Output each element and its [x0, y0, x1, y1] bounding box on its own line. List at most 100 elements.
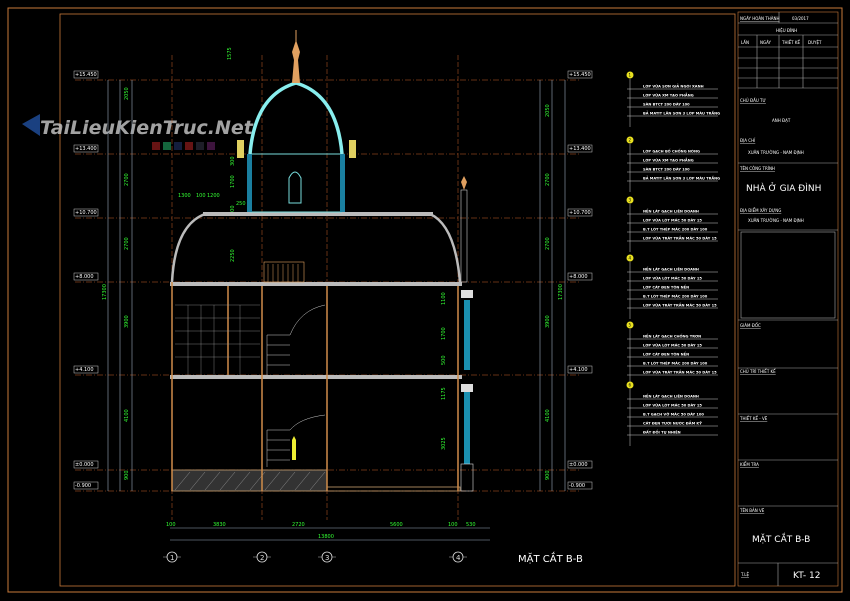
revision-label: HIỆU ĐÍNH	[776, 28, 797, 33]
drum	[250, 153, 342, 213]
balusters	[267, 264, 299, 282]
facade-column	[464, 392, 470, 464]
note-line: LỚP VỮA SƠN GIẢ NGÓI XANH	[643, 84, 704, 89]
bottom-dim: 3830	[213, 522, 226, 528]
facade-tower	[460, 189, 468, 283]
facade-column	[464, 300, 470, 370]
drawing-title: MẶT CẮT B-B	[518, 551, 583, 565]
note-line: NỀN LÁT GẠCH LIÊN DOANH	[643, 209, 699, 214]
note-line: CÁT ĐEN TƯỚI NƯỚC ĐẦM KỸ	[643, 421, 702, 426]
scale-label: T.LỆ	[740, 572, 749, 577]
level-tag	[73, 272, 99, 281]
note-line: LỚP VỮA LÓT MÁC 50 DÀY 15	[643, 276, 702, 281]
grid-axis-label: 2	[260, 554, 264, 562]
grid-axis-bubble	[256, 551, 268, 563]
level-tag	[73, 70, 99, 79]
note-line: SÀN BTCT 200 DÀY 100	[643, 167, 690, 172]
left-dim: 900	[124, 470, 130, 480]
level-tag	[73, 460, 99, 469]
level-label-right: +4.100	[569, 367, 588, 373]
human-figure	[292, 436, 296, 460]
watermark-logo: TaiLieuKienTruc.Net	[22, 114, 254, 150]
dimension-lines	[107, 80, 566, 541]
grid-axis-label: 1	[170, 554, 174, 562]
level-tag	[73, 208, 99, 217]
address-label: ĐỊA CHỈ	[740, 138, 756, 143]
column-capital	[461, 290, 473, 298]
watermark-swatches	[152, 142, 215, 150]
title-block	[737, 11, 839, 587]
drum-column-left	[247, 154, 252, 212]
dimension-texts: 2050270027003900410090020502700270039004…	[102, 47, 564, 540]
grid-axis-bubble	[452, 551, 464, 563]
note-line: B.T LÓT THÉP MÁC 200 DÀY 100	[643, 294, 708, 299]
column-base	[460, 463, 474, 492]
left-total-dim: 17300	[102, 284, 108, 300]
right-dim: 3900	[545, 315, 551, 328]
note-marker	[626, 196, 634, 204]
dome-dim: 1700	[230, 175, 236, 188]
level-tag	[567, 70, 593, 79]
note-line: LỚP VỮA LÓT MÁC 50 DÀY 15	[643, 218, 702, 223]
rev-col: THIẾT KẾ	[781, 39, 800, 45]
interior-dim: 1100	[441, 292, 447, 305]
interior-dim: 3025	[441, 437, 447, 450]
bottom-dim: 5600	[390, 522, 403, 528]
sheet-number: KT- 12	[793, 571, 820, 581]
drum-column-right	[340, 154, 345, 212]
dome-dim: 300	[230, 156, 236, 166]
note-line: LỚP VỮA TRÁT TRẦN MÁC 50 DÀY 15	[643, 236, 717, 241]
level-label-right: -0.900	[569, 483, 585, 489]
designer-label: THIẾT KẾ - VẼ	[739, 415, 768, 421]
level-label-left: +4.100	[75, 367, 94, 373]
note-line: LỚP VỮA XM TẠO PHẲNG	[643, 158, 694, 163]
checker-label: KIỂM TRA	[740, 462, 759, 467]
note-line: SÀN BTCT 200 DÀY 100	[643, 102, 690, 107]
note-line: LỚP VỮA XM TẠO PHẲNG	[643, 93, 694, 98]
total-dim: 13800	[318, 534, 334, 540]
note-line: NỀN LÁT GẠCH LIÊN DOANH	[643, 394, 699, 399]
site-label: ĐỊA ĐIỂM XÂY DỰNG	[740, 208, 781, 213]
note-marker-label: 4	[629, 256, 632, 261]
level-tag	[567, 460, 593, 469]
tower-finial	[461, 176, 467, 190]
watermark-text: TaiLieuKienTruc.Net	[40, 117, 254, 139]
level-tag	[73, 481, 99, 490]
level-tag	[567, 272, 593, 281]
level-label-left: +10.700	[75, 210, 97, 216]
right-dim: 4100	[545, 409, 551, 422]
owner: ANH ĐẠT	[772, 118, 791, 123]
bottom-dim: 100	[448, 522, 458, 528]
dome-dim: 1200	[207, 193, 220, 199]
dome-dim: 600	[230, 205, 236, 215]
note-line: LỚP VỮA TRÁT TRẦN MÁC 50 DÀY 15	[643, 303, 717, 308]
watermark-logo-icon	[22, 114, 40, 136]
note-marker-label: 6	[629, 383, 632, 388]
owner-label: CHỦ ĐẦU TƯ	[740, 98, 766, 103]
level-label-right: +8.000	[569, 274, 588, 280]
sheet-name: MẶT CẮT B-B	[752, 532, 810, 545]
note-line: ĐẤT ĐỒI TỰ NHIÊN	[643, 430, 681, 435]
project-label: TÊN CÔNG TRÌNH	[739, 166, 775, 171]
note-line: BẢ MATIT LĂN SƠN 3 LỚP MÀU TRẮNG	[643, 111, 720, 116]
rev-col: DUYỆT	[808, 40, 822, 45]
note-line: B.T LÓT THÉP MÁC 200 DÀY 100	[643, 227, 708, 232]
note-line: LỚP VỮA LÓT MÁC 50 DÀY 15	[643, 403, 702, 408]
date: 03/2017	[792, 16, 809, 21]
note-marker	[626, 71, 634, 79]
column-capital	[461, 384, 473, 392]
level-tag	[567, 208, 593, 217]
note-marker-label: 1	[629, 73, 632, 78]
bottom-dim: 100	[166, 522, 176, 528]
level-label-right: +15.450	[569, 72, 591, 78]
bottom-dim: 530	[466, 522, 476, 528]
note-line: LỚP VỮA LÓT MÁC 50 DÀY 15	[643, 343, 702, 348]
address: XUÂN TRƯỜNG - NAM ĐỊNH	[748, 150, 804, 155]
ground-slab	[326, 486, 461, 492]
note-line: LỚP GẠCH BỐ CHỐNG NÓNG	[643, 149, 700, 154]
level-label-right: +13.400	[569, 146, 591, 152]
level-label-right: ±0.000	[569, 462, 588, 468]
note-marker-label: 3	[629, 198, 632, 203]
note-line: NỀN LÁT GẠCH LIÊN DOANH	[643, 267, 699, 272]
